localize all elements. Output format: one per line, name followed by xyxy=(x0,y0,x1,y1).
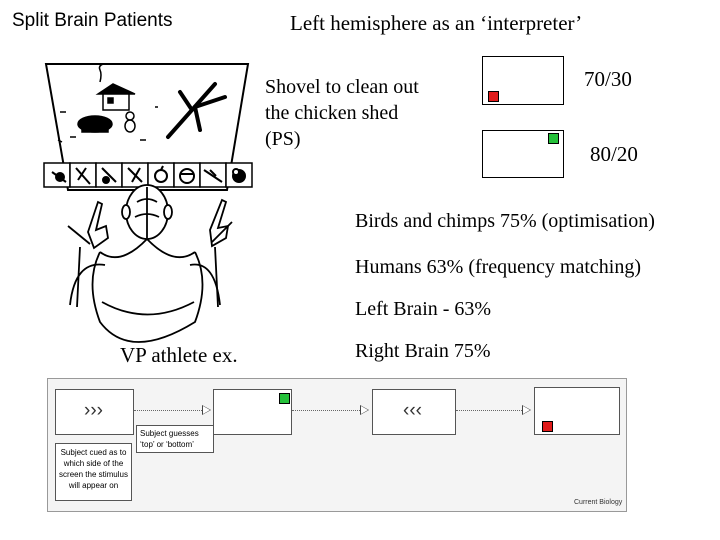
shovel-caption: Shovel to clean out the chicken shed (PS… xyxy=(265,76,419,150)
slide-heading: Left hemisphere as an ‘interpreter’ xyxy=(290,11,583,35)
cue-caption: Subject cued as to which side of the scr… xyxy=(55,443,132,501)
person-figure xyxy=(67,184,233,343)
bullet-optimisation: Birds and chimps 75% (optimisation) xyxy=(355,210,655,232)
ratio-70-30: 70/30 xyxy=(584,67,632,91)
stimulus-box-top xyxy=(482,56,564,105)
left-chevrons-icon: ‹‹‹ xyxy=(403,400,422,421)
house-scene-icon xyxy=(57,63,158,143)
bullet-frequency-matching: Humans 63% (frequency matching) xyxy=(355,256,642,278)
right-chevrons-icon: ››› xyxy=(84,400,103,421)
page-title: Split Brain Patients xyxy=(12,10,173,31)
bullet-left-brain: Left Brain - 63% xyxy=(355,298,492,320)
cue-screen-right: ››› xyxy=(55,389,134,435)
stimulus-box-bottom xyxy=(482,130,564,178)
red-square-icon xyxy=(542,421,553,432)
stimulus-screen-1 xyxy=(213,389,292,435)
arrow-right-icon xyxy=(360,405,369,415)
guess-caption: Subject guesses ‘top’ or ‘bottom’ xyxy=(136,425,214,453)
green-square-icon xyxy=(548,133,559,144)
vp-athlete-label: VP athlete ex. xyxy=(120,343,238,367)
ratio-80-20: 80/20 xyxy=(590,142,638,166)
picture-card-row xyxy=(43,162,253,188)
source-credit: Current Biology xyxy=(574,499,623,506)
red-square-icon xyxy=(488,91,499,102)
stimulus-screen-2 xyxy=(534,387,620,435)
split-brain-illustration xyxy=(43,63,253,343)
green-square-icon xyxy=(279,393,290,404)
bullet-right-brain: Right Brain 75% xyxy=(355,340,491,362)
arrow-right-icon xyxy=(202,405,211,415)
chicken-claw-icon xyxy=(166,82,227,139)
cue-screen-left: ‹‹‹ xyxy=(372,389,456,435)
experiment-diagram: ››› ‹‹‹ Subject cued as to which side of… xyxy=(47,378,627,512)
arrow-right-icon xyxy=(522,405,531,415)
